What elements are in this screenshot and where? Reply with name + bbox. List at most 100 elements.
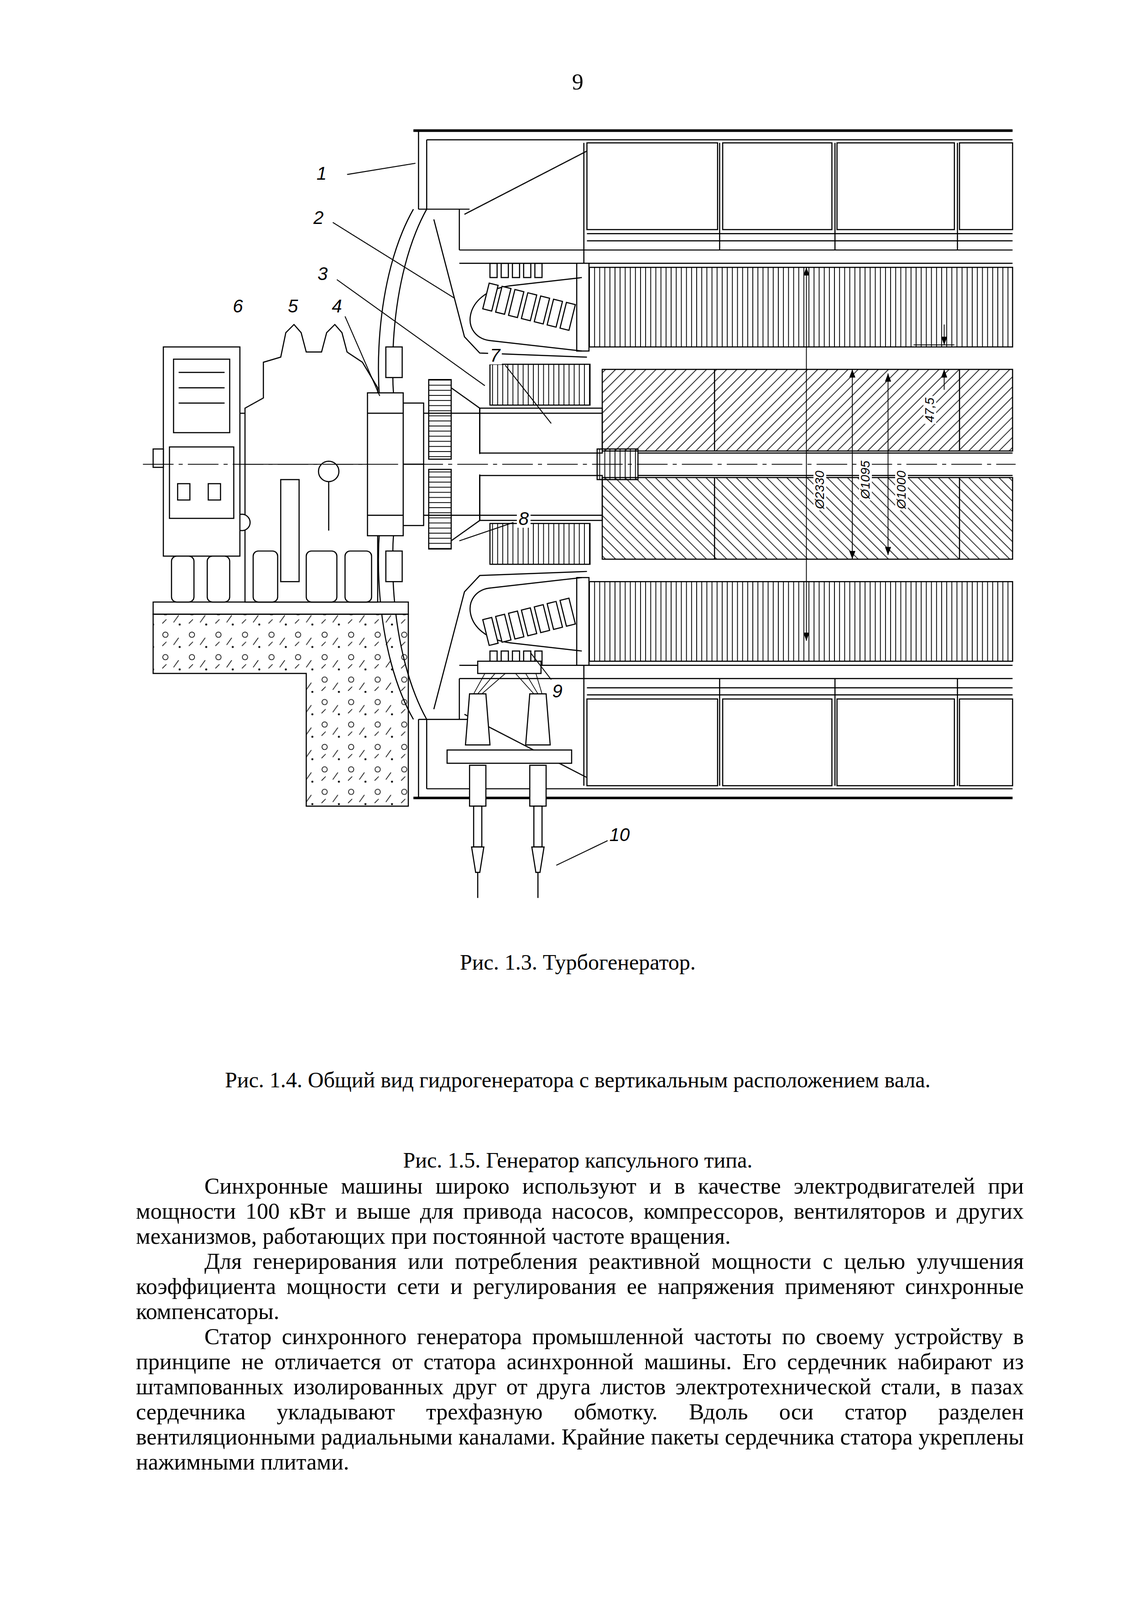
machine-half [559, 302, 576, 331]
terminal-leads [473, 673, 543, 695]
leader-line [332, 222, 454, 299]
machine-half [508, 289, 525, 318]
bearing-pedestal [280, 479, 299, 583]
body-paragraph: Синхронные машины широко используют и в … [135, 1173, 1024, 1250]
exciter-box [173, 359, 230, 433]
figure-caption: Рис. 1.3. Турбогенератор. [75, 949, 1080, 975]
exciter-box [208, 483, 221, 501]
terminal-leads [473, 661, 543, 695]
machine-half [479, 408, 603, 454]
bearing-pedestal [233, 324, 403, 603]
machine-half [385, 347, 403, 378]
machine-half [413, 129, 1013, 133]
dimension-line [806, 267, 954, 642]
machine-half [418, 130, 1013, 264]
machine-half [837, 142, 955, 230]
drawing-lines [142, 130, 1016, 898]
exciter-box [177, 483, 190, 501]
dimension-line [913, 344, 954, 370]
terminal-bushing [533, 806, 543, 847]
callout-number: 3 [315, 264, 330, 283]
machine-half [489, 364, 590, 406]
leader-line [505, 365, 552, 424]
dimension-label: Ø1000 [895, 469, 908, 511]
machine-half [583, 267, 1013, 348]
callout-number: 8 [516, 509, 531, 528]
bearing-pedestal [244, 324, 378, 603]
dimension-line [851, 369, 853, 560]
body-paragraph: Статор синхронного генератора промышленн… [135, 1324, 1024, 1475]
machine-half [451, 387, 480, 454]
callout-number: 10 [607, 825, 632, 845]
machine-half [482, 283, 499, 312]
machine-half [523, 263, 532, 278]
terminal-bushing [469, 765, 486, 807]
machine-half [501, 263, 509, 278]
exciter-box [171, 556, 194, 603]
machine-half [464, 151, 587, 215]
callout-number: 5 [286, 297, 300, 316]
terminal-bushing [473, 806, 482, 847]
terminal-bushing [447, 750, 572, 764]
body-paragraph: Для генерирования или потребления реакти… [135, 1249, 1024, 1325]
dimension-line [806, 267, 808, 642]
foundation [153, 602, 409, 807]
bearing-pedestal [253, 551, 278, 603]
leader-line [347, 163, 416, 175]
machine-half [367, 464, 1013, 799]
machine-half [586, 142, 718, 230]
callout-number: 6 [230, 297, 245, 316]
terminal-bushing [471, 847, 545, 873]
machine-half [426, 139, 1013, 141]
leader-line [530, 653, 552, 680]
machine-half [403, 403, 424, 465]
bearing-pedestal [328, 481, 329, 531]
callout-number: 4 [329, 297, 344, 316]
centre-line [142, 463, 1016, 465]
leader-line [459, 522, 514, 541]
dimension-label: Ø1095 [859, 459, 872, 501]
machine-half [512, 263, 520, 278]
machine-half [433, 219, 588, 358]
bearing-pedestal [306, 551, 337, 603]
callout-number: 2 [311, 208, 326, 227]
leader-line [556, 839, 610, 866]
terminal-bushing [465, 693, 490, 746]
dimension-line [887, 373, 889, 556]
page-number: 9 [572, 70, 584, 94]
machine-half [602, 369, 1013, 452]
machine-half [959, 142, 1013, 230]
bearing-pedestal [344, 551, 372, 603]
exciter-box [153, 347, 240, 603]
machine-half [495, 286, 511, 315]
foundation [153, 602, 409, 615]
terminal-leads [477, 661, 542, 674]
figure-caption: Рис. 1.5. Генератор капсульного типа. [75, 1147, 1080, 1173]
machine-half [722, 142, 832, 230]
callout-number: 7 [488, 346, 502, 365]
machine-half [534, 296, 550, 324]
leader-line [344, 316, 380, 397]
machine-half [547, 299, 563, 328]
terminal-bushing [447, 693, 572, 898]
exciter-box [169, 447, 234, 519]
callout-number: 1 [314, 164, 329, 183]
terminal-bushing [525, 693, 551, 746]
machine-half [583, 142, 1013, 264]
exciter-box [163, 347, 240, 557]
centre-line [142, 463, 1016, 465]
dimension-line [943, 324, 945, 345]
foundation [153, 614, 409, 807]
exciter-box [207, 556, 230, 603]
terminal-bushing [529, 765, 547, 807]
dimension-label: 47,5 [923, 396, 937, 425]
machine-half [714, 369, 960, 452]
callout-number: 9 [550, 682, 564, 701]
machine-half [469, 277, 582, 352]
dimension-label: Ø2330 [813, 469, 827, 511]
machine-half [576, 263, 589, 351]
machine-half [521, 292, 537, 321]
exciter-box [178, 372, 225, 404]
machine-half [482, 283, 576, 331]
